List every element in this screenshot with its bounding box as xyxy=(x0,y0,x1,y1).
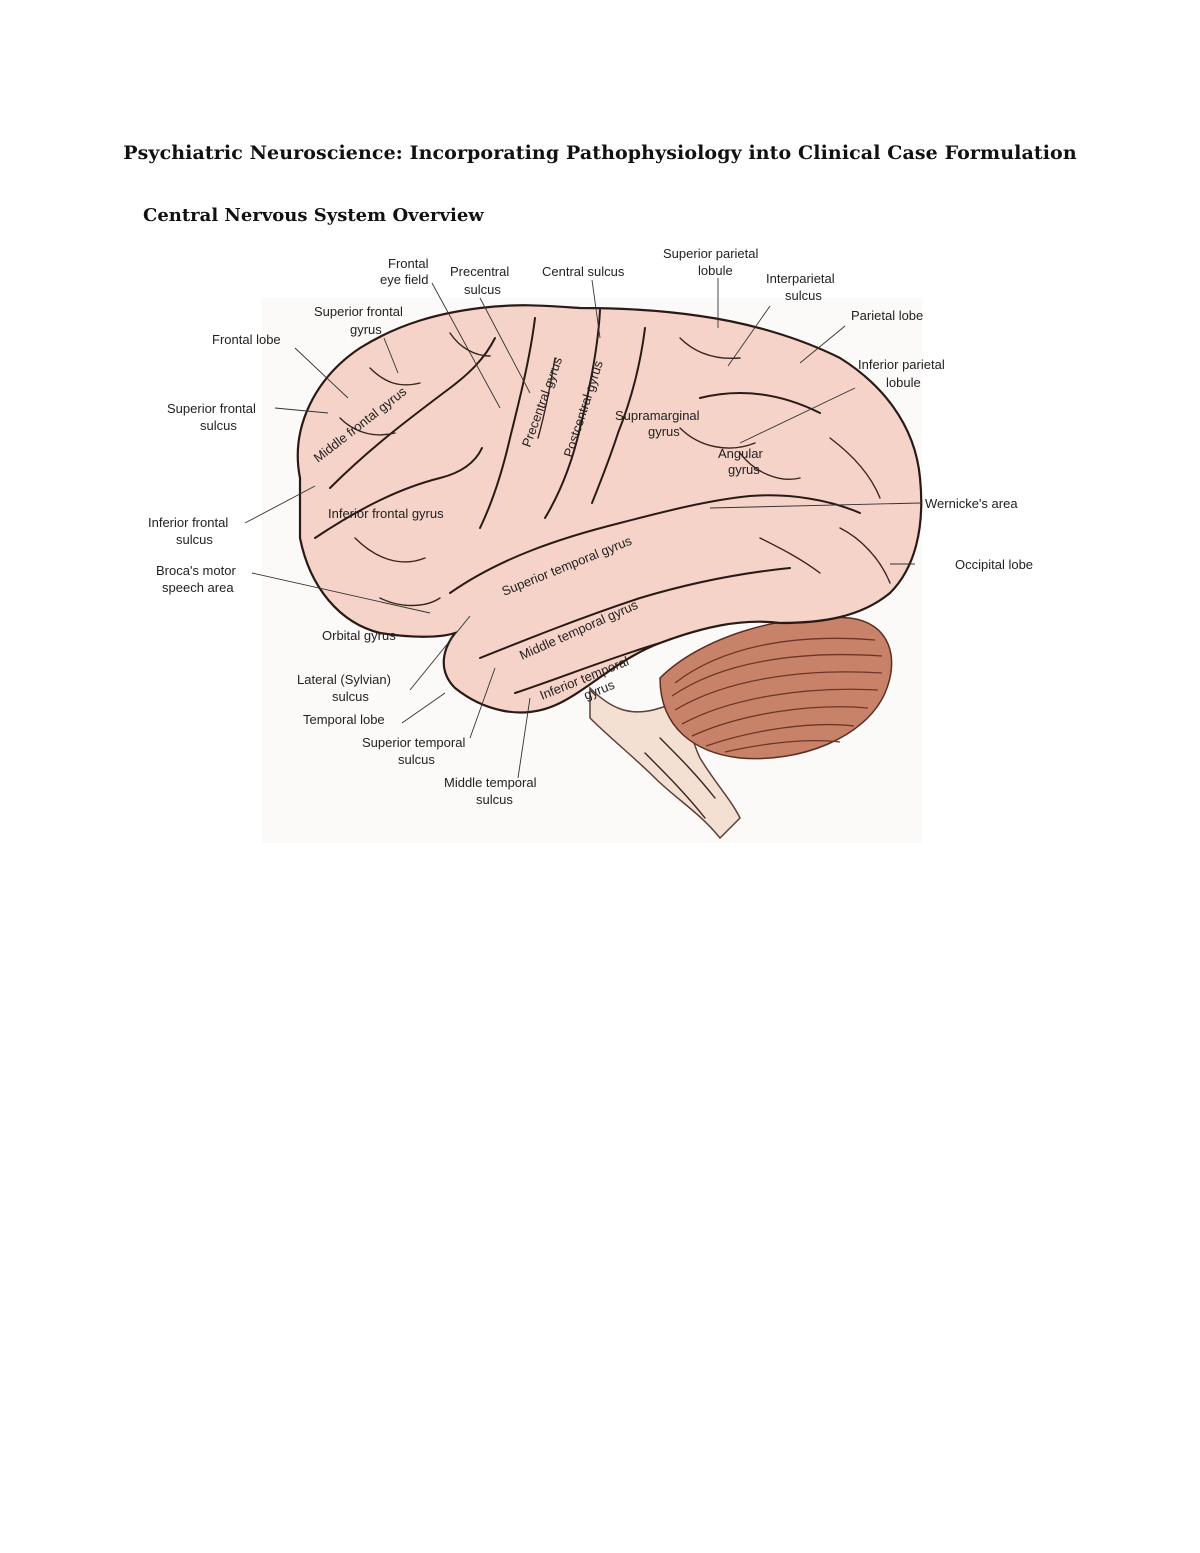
brainstem-groove xyxy=(659,737,716,799)
superior-frontal-sulcus-label-line1: Superior frontal xyxy=(167,401,256,416)
occipital-lobe-label: Occipital lobe xyxy=(955,557,1033,572)
page-title: Psychiatric Neuroscience: Incorporating … xyxy=(123,142,1077,164)
superior-temporal-sulcus-label-line1: Superior temporal xyxy=(362,735,465,750)
superior-frontal-sulcus-label-line2: sulcus xyxy=(200,418,237,433)
interparietal-sulcus-line xyxy=(699,392,821,414)
frontal-eye-field-label-line1: Frontal xyxy=(388,256,429,271)
frontal-eye-field-label-line2: eye field xyxy=(380,272,428,287)
middle-temporal-sulcus-label-line1: Middle temporal xyxy=(444,775,537,790)
fold-h xyxy=(829,437,881,499)
inferior-frontal-sulcus-line xyxy=(314,447,483,539)
lateral-sulcus-line xyxy=(449,494,861,594)
fold-c xyxy=(354,537,426,563)
brainstem xyxy=(589,686,741,840)
supramarginal-gyrus-label-line1: Supramarginal xyxy=(615,408,700,423)
precentral-sulcus-label-line2: sulcus xyxy=(464,282,501,297)
lateral-sulcus-label-line1: Lateral (Sylvian) xyxy=(297,672,391,687)
superior-frontal-sulcus-line xyxy=(329,337,496,489)
middle-temporal-sulcus-line xyxy=(514,642,661,694)
inferior-parietal-lobule-label-line2: lobule xyxy=(886,375,921,390)
interparietal-sulcus-label-line1: Interparietal xyxy=(766,271,835,286)
frontal-lobe-label: Frontal lobe xyxy=(212,332,281,347)
brainstem-groove-2 xyxy=(644,752,706,819)
fold-a xyxy=(339,417,396,436)
angular-gyrus-label-line1: Angular xyxy=(718,446,763,461)
brocas-area-label-line1: Broca's motor xyxy=(156,563,236,578)
inferior-frontal-sulcus-label-line2: sulcus xyxy=(176,532,213,547)
superior-parietal-lobule-label-line2: lobule xyxy=(698,263,733,278)
leader-lines xyxy=(244,278,921,779)
middle-temporal-sulcus-label-line2: sulcus xyxy=(476,792,513,807)
precentral-sulcus-label-line1: Precentral xyxy=(450,264,509,279)
inferior-parietal-lobule-label-line1: Inferior parietal xyxy=(858,357,945,372)
fold-g xyxy=(739,452,801,480)
postcentral-sulcus-line xyxy=(591,327,646,504)
angular-gyrus-label-line2: gyrus xyxy=(728,462,760,477)
orbital-gyrus-label: Orbital gyrus xyxy=(322,628,396,643)
fold-f xyxy=(679,427,756,449)
brain-lateral-view-svg: Middle frontal gyrus Precentral gyrus Po… xyxy=(148,246,1033,843)
superior-parietal-lobule-label-line1: Superior parietal xyxy=(663,246,758,261)
fold-d xyxy=(379,597,441,607)
temporal-lobe-label: Temporal lobe xyxy=(303,712,385,727)
cerebellum-folia xyxy=(671,637,883,753)
superior-temporal-sulcus-label-line2: sulcus xyxy=(398,752,435,767)
brocas-area-label-line2: speech area xyxy=(162,580,234,595)
fold-e xyxy=(537,357,556,439)
precentral-sulcus-line xyxy=(479,317,536,529)
inferior-frontal-sulcus-label-line1: Inferior frontal xyxy=(148,515,228,530)
inferior-frontal-gyrus-label: Inferior frontal gyrus xyxy=(328,506,444,521)
parietal-lobe-label: Parietal lobe xyxy=(851,308,923,323)
external-labels: Frontal eye field Precentral sulcus Cent… xyxy=(148,246,1033,807)
superior-temporal-sulcus-line xyxy=(479,567,791,659)
interparietal-sulcus-label-line2: sulcus xyxy=(785,288,822,303)
lateral-sulcus-label-line2: sulcus xyxy=(332,689,369,704)
superior-frontal-gyrus-label-line2: gyrus xyxy=(350,322,382,337)
fold-i xyxy=(839,527,891,584)
central-sulcus-line xyxy=(544,309,601,519)
superior-frontal-gyrus-label-line1: Superior frontal xyxy=(314,304,403,319)
fold-b xyxy=(369,367,421,386)
central-sulcus-label: Central sulcus xyxy=(542,264,625,279)
cerebellum xyxy=(659,616,893,760)
section-heading: Central Nervous System Overview xyxy=(143,205,484,226)
fold-j xyxy=(759,537,821,574)
brain-diagram: Middle frontal gyrus Precentral gyrus Po… xyxy=(140,238,1060,848)
cerebrum xyxy=(296,304,923,714)
wernickes-area-label: Wernicke's area xyxy=(925,496,1018,511)
supramarginal-gyrus-label-line2: gyrus xyxy=(648,424,680,439)
